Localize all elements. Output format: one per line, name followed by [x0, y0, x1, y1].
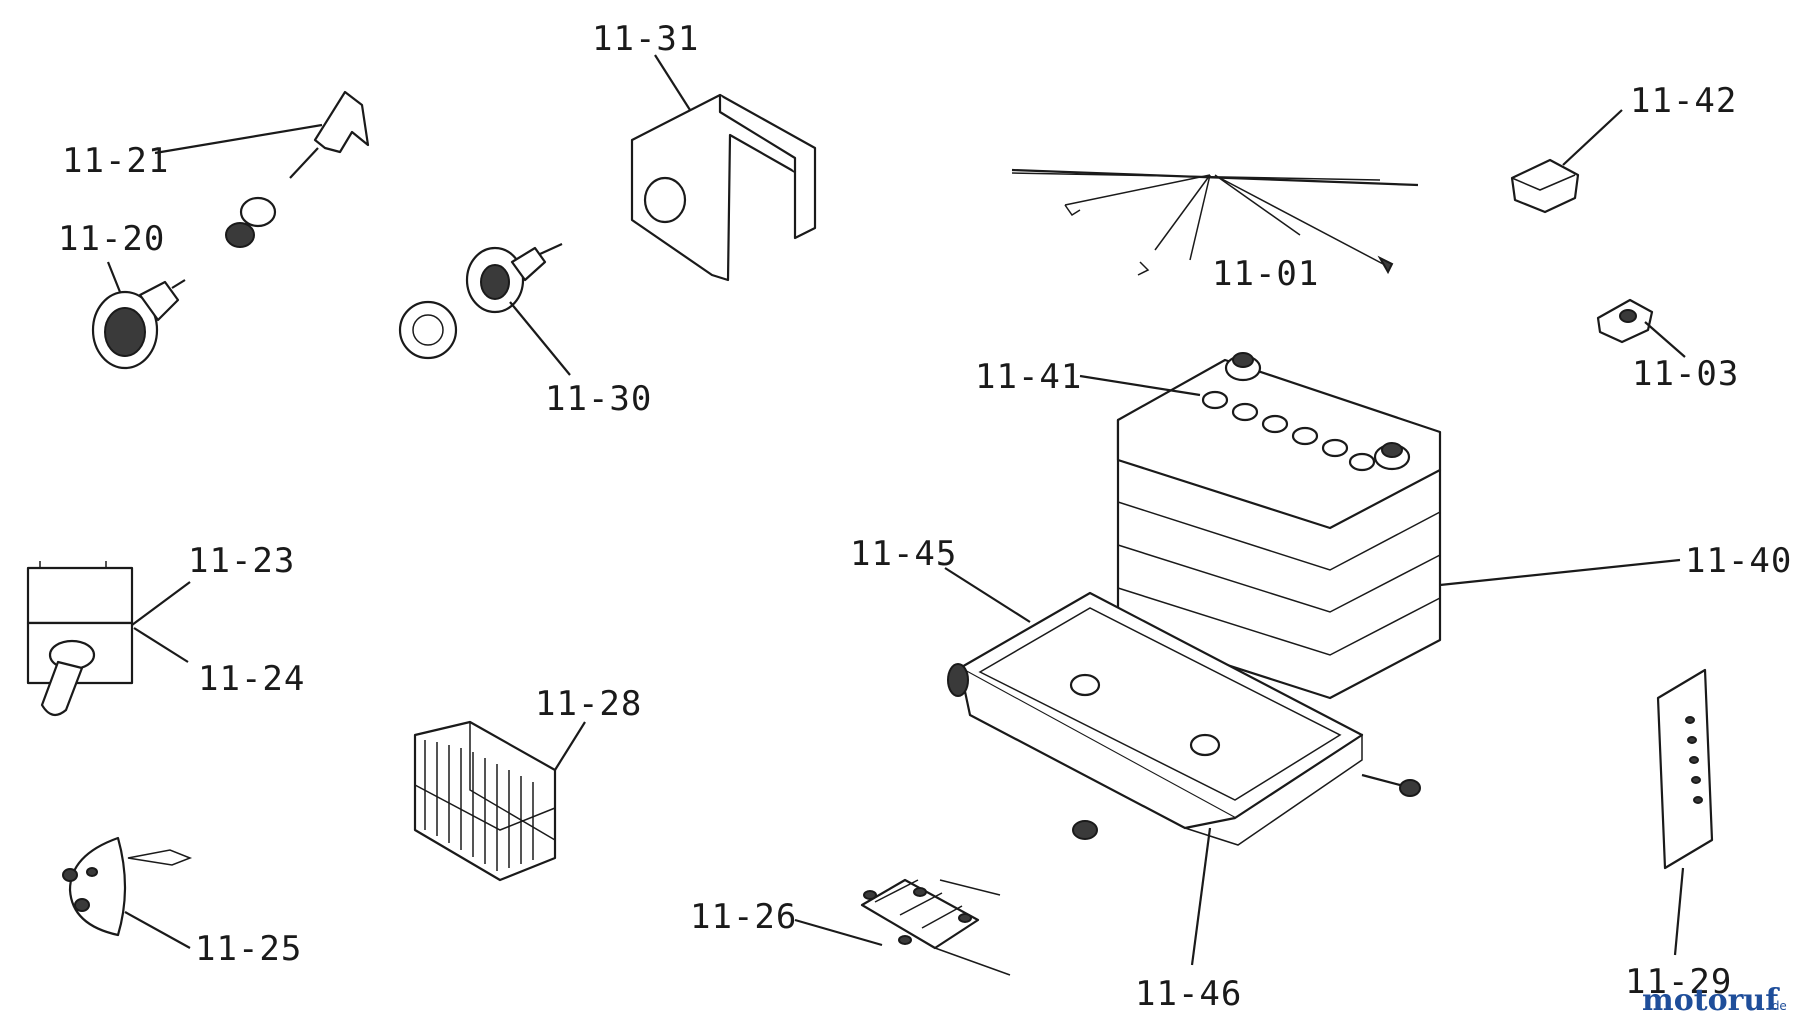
- label-11-45: 11-45: [850, 534, 957, 574]
- label-11-23: 11-23: [188, 541, 295, 581]
- leader-11-46: [1190, 827, 1212, 966]
- leader-11-25: [124, 911, 191, 949]
- wiring-harness-part: [1011, 168, 1419, 276]
- key-part: [289, 90, 370, 179]
- watermark-suffix: .de: [1768, 999, 1787, 1013]
- leader-11-28: [554, 721, 586, 771]
- leader-11-40: [1439, 558, 1681, 587]
- switch-box-part: [26, 561, 134, 717]
- ignition-switch-part: [91, 279, 186, 370]
- rectifier-part: [413, 720, 557, 882]
- leader-11-24: [133, 627, 189, 663]
- label-11-21: 11-21: [62, 141, 169, 181]
- label-11-01: 11-01: [1212, 254, 1319, 294]
- leader-11-26: [794, 918, 883, 947]
- label-11-29: 11-29: [1625, 962, 1732, 1002]
- leader-11-20: [106, 261, 122, 293]
- clip-part: [1510, 158, 1580, 214]
- leader-11-03: [1644, 321, 1686, 358]
- terminal-strip-part: [860, 878, 1011, 976]
- leader-11-23: [131, 581, 191, 626]
- lamp-socket-part: [62, 836, 193, 937]
- mounting-plate-part: [1656, 668, 1714, 870]
- label-11-26: 11-26: [690, 897, 797, 937]
- toggle-switch-part: [398, 242, 563, 360]
- leader-11-21: [154, 123, 323, 155]
- label-11-03: 11-03: [1632, 354, 1739, 394]
- label-11-20: 11-20: [58, 219, 165, 259]
- label-11-40: 11-40: [1685, 541, 1792, 581]
- terminal-part: [1596, 298, 1654, 344]
- leader-11-41: [1079, 374, 1201, 397]
- label-11-46: 11-46: [1135, 974, 1242, 1014]
- watermark-logo: motoruf .de: [1642, 983, 1787, 1018]
- watermark-brand: motoruf: [1642, 983, 1780, 1018]
- leader-11-29: [1673, 867, 1685, 956]
- bracket-part: [630, 93, 817, 282]
- leader-11-42: [1562, 109, 1623, 166]
- label-11-31: 11-31: [592, 19, 699, 59]
- label-11-41: 11-41: [975, 357, 1082, 397]
- nut-part: [225, 196, 277, 248]
- battery-part: [1116, 352, 1442, 700]
- leader-11-45: [944, 567, 1031, 623]
- label-11-42: 11-42: [1630, 81, 1737, 121]
- leader-11-30: [509, 301, 571, 376]
- leader-11-31: [654, 54, 691, 111]
- label-11-24: 11-24: [198, 659, 305, 699]
- battery-tray-part: [947, 591, 1421, 846]
- label-11-25: 11-25: [195, 929, 302, 969]
- label-11-30: 11-30: [545, 379, 652, 419]
- label-11-28: 11-28: [535, 684, 642, 724]
